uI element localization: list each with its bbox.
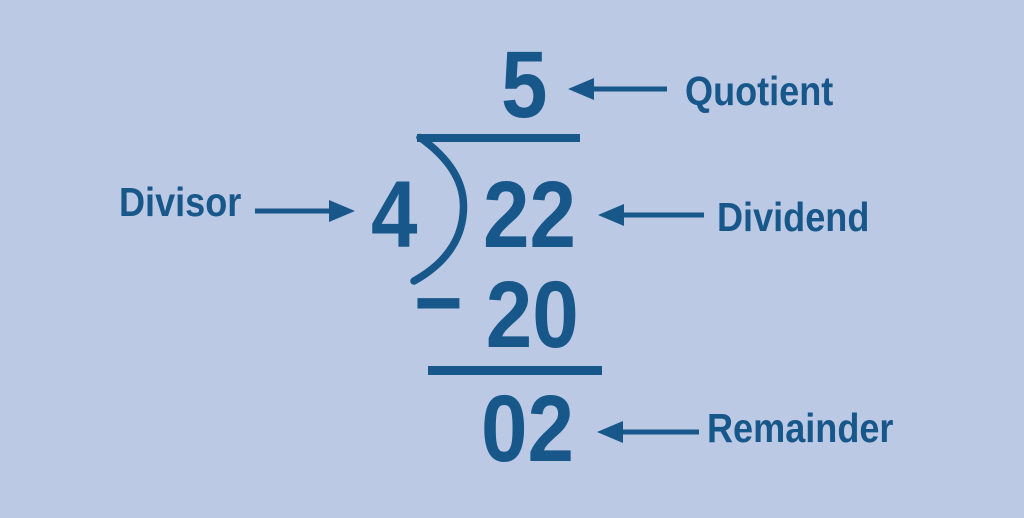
subtraction-line xyxy=(428,366,602,375)
quotient-arrow-icon xyxy=(568,78,667,100)
subtraction-operator: − xyxy=(414,250,463,356)
remainder-label: Remainder xyxy=(707,405,894,451)
division-bracket xyxy=(410,133,468,285)
dividend-value: 22 xyxy=(483,162,576,268)
quotient-value: 5 xyxy=(501,32,548,138)
divisor-value: 4 xyxy=(371,162,418,268)
vinculum-line xyxy=(417,134,580,142)
subtraction-value: 20 xyxy=(485,262,579,368)
quotient-label: Quotient xyxy=(685,68,834,114)
remainder-value: 02 xyxy=(481,376,574,482)
divisor-label: Divisor xyxy=(119,179,242,225)
divisor-arrow-icon xyxy=(255,200,355,222)
remainder-arrow-icon xyxy=(597,421,699,443)
dividend-label: Dividend xyxy=(717,194,870,240)
dividend-arrow-icon xyxy=(598,204,704,226)
subtraction-row: −20 xyxy=(414,256,579,363)
